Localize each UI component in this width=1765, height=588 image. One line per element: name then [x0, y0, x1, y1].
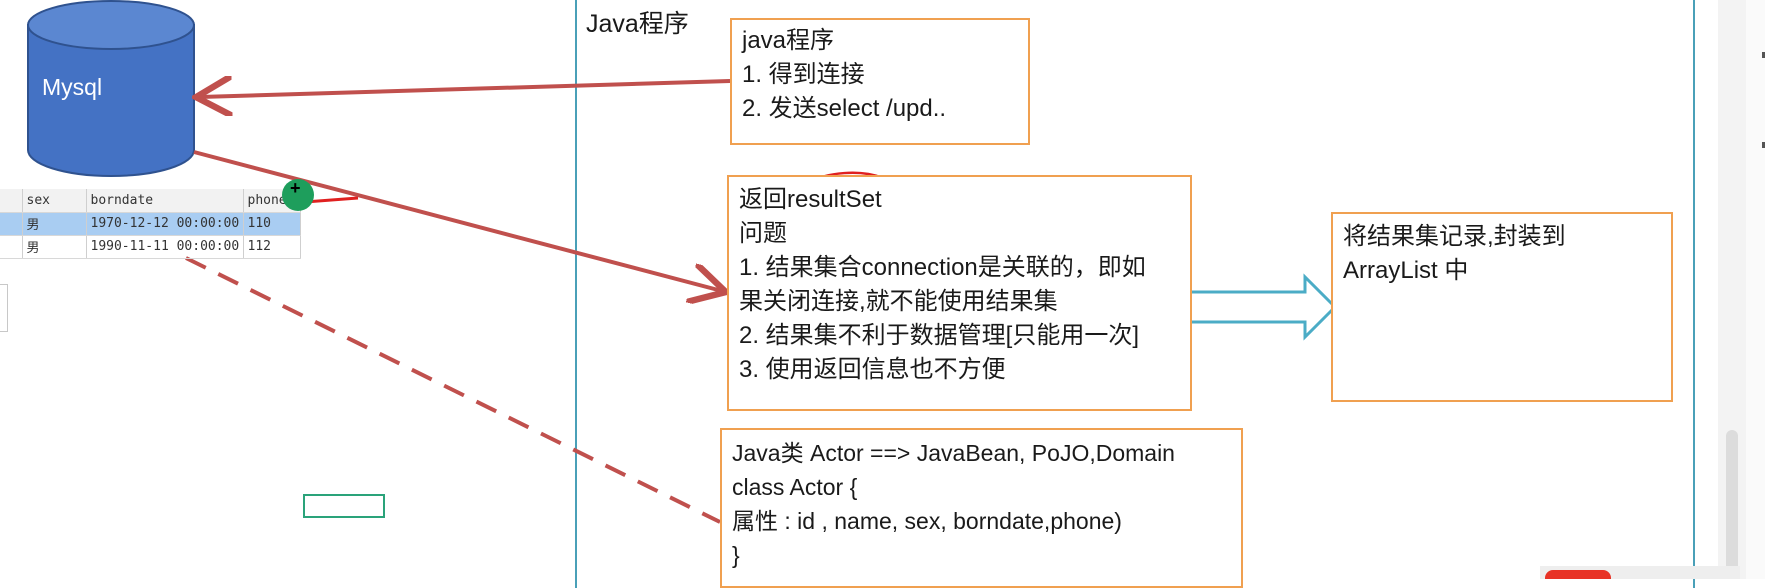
edge-mark [1762, 52, 1765, 58]
box-line: class Actor { [732, 474, 858, 500]
scrollbar-thumb[interactable] [1726, 430, 1738, 579]
box-line: 1. 结果集合connection是关联的，即如 [739, 254, 1146, 281]
edge-mark [1762, 142, 1765, 148]
table-row[interactable]: 男 1970-12-12 00:00:00 110 [0, 212, 301, 236]
frame-label: Java程序 [586, 10, 689, 38]
add-cursor-icon [282, 179, 314, 211]
table-header-cell: borndate [86, 189, 244, 213]
box-line: 属性 : id , name, sex, borndate,phone) [732, 508, 1122, 534]
hollow-right-arrow [1183, 273, 1338, 341]
table-header-row: sex borndate phone [0, 189, 301, 213]
box-line: } [732, 542, 740, 568]
box-arraylist: 将结果集记录,封装到 ArrayList 中 [1331, 212, 1673, 402]
dashed-arrow-to-javabean [185, 256, 721, 524]
box-line: 果关闭连接,就不能使用结果集 [739, 288, 1058, 315]
box-line: 返回resultSet [739, 186, 882, 213]
table-row[interactable]: 男 1990-11-11 00:00:00 112 [0, 235, 301, 259]
java-program-frame [575, 0, 1695, 588]
box-line: java程序 [742, 27, 835, 54]
table-cell [0, 212, 23, 236]
arrow-to-resultset [193, 150, 722, 291]
table-header-cell: sex [22, 189, 87, 213]
box-java-connect: java程序 1. 得到连接 2. 发送select /upd.. [730, 18, 1030, 145]
arrow-to-mysql [200, 81, 731, 97]
selection-rectangle [303, 494, 385, 518]
table-cell: 1970-12-12 00:00:00 [86, 212, 244, 236]
table-cell [0, 235, 23, 259]
box-line: 将结果集记录,封装到 [1343, 223, 1566, 250]
red-tab-button[interactable] [1545, 570, 1611, 579]
table-cell: 112 [243, 235, 301, 259]
box-line: 3. 使用返回信息也不方便 [739, 356, 1006, 383]
table-cell: 男 [22, 235, 87, 259]
box-line: 问题 [739, 220, 787, 247]
partial-input-box [0, 284, 8, 332]
right-panel-edge [1746, 0, 1765, 579]
box-line: 2. 结果集不利于数据管理[只能用一次] [739, 322, 1140, 349]
table-cell: 男 [22, 212, 87, 236]
box-line: ArrayList 中 [1343, 257, 1469, 284]
box-resultset-problems: 返回resultSet 问题 1. 结果集合connection是关联的，即如 … [727, 175, 1192, 411]
box-line: 2. 发送select /upd.. [742, 95, 947, 122]
plus-icon: + [290, 178, 301, 198]
table-cell: 1990-11-11 00:00:00 [86, 235, 244, 259]
box-line: 1. 得到连接 [742, 61, 865, 88]
table-header-cell [0, 189, 23, 213]
mysql-database-icon [27, 0, 195, 177]
red-pen-stroke [304, 196, 359, 204]
table-cell: 110 [243, 212, 301, 236]
mysql-label: Mysql [42, 74, 103, 100]
box-javabean: Java类 Actor ==> JavaBean, PoJO,Domain cl… [720, 428, 1243, 588]
box-line: Java类 Actor ==> JavaBean, PoJO,Domain [732, 440, 1175, 466]
result-table: sex borndate phone 男 1970-12-12 00:00:00… [0, 189, 301, 259]
